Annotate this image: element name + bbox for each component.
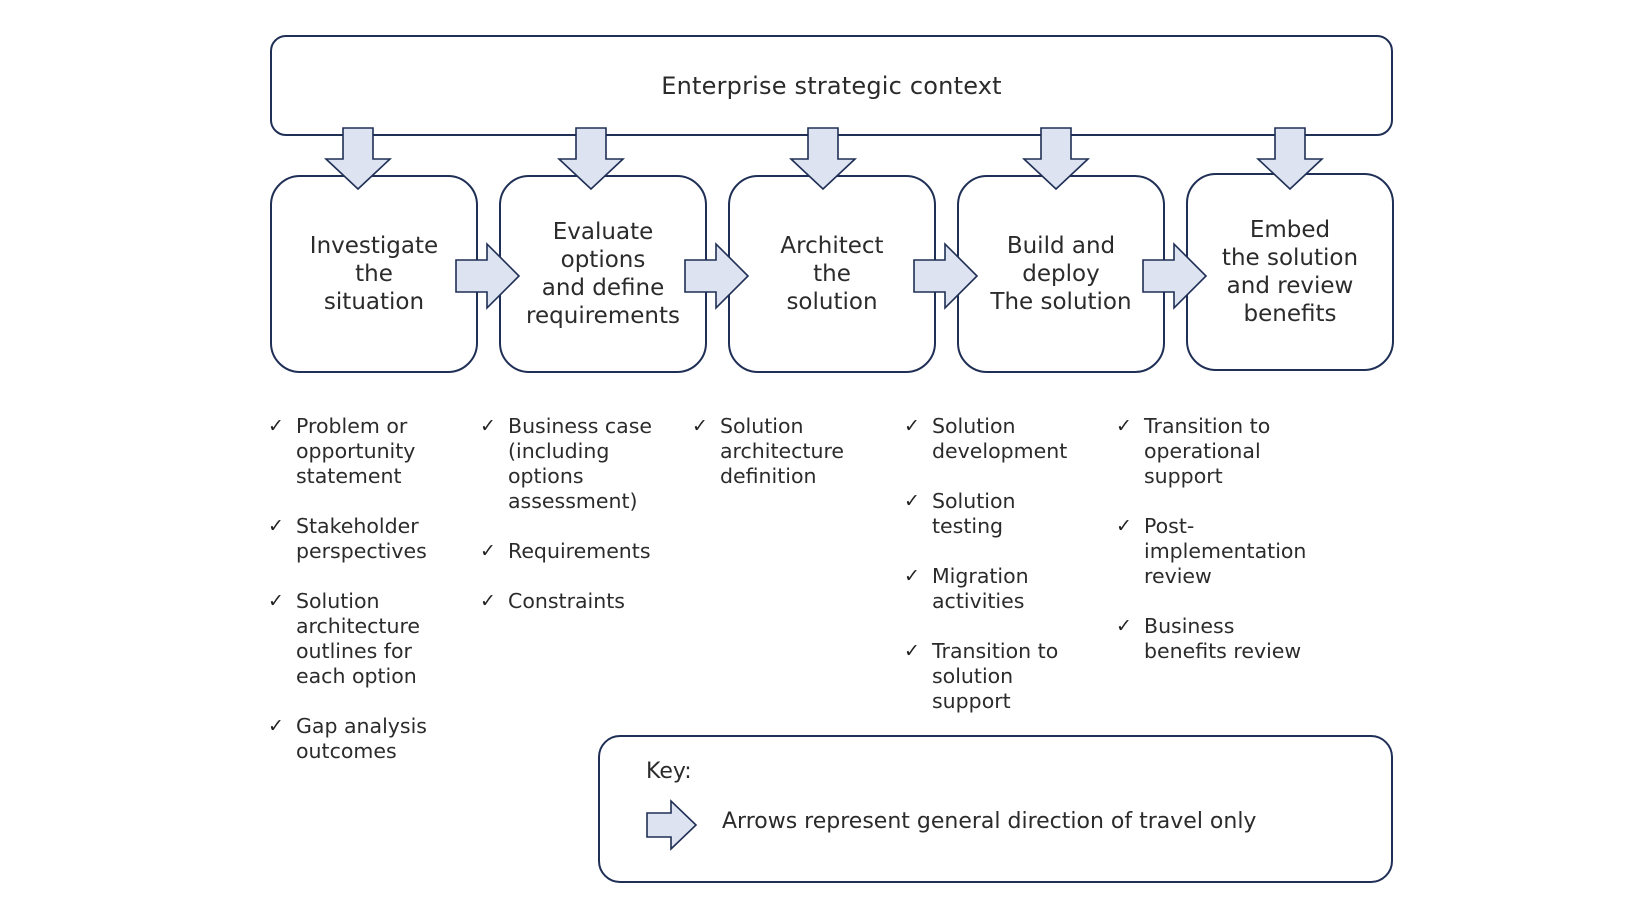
enterprise-context-box: Enterprise strategic context <box>270 35 1393 136</box>
list-item: ✓Solution development <box>904 414 1068 463</box>
key-label: Key: <box>646 759 692 784</box>
list-item: ✓Transition to operational support <box>1116 414 1271 488</box>
list-item: ✓Business benefits review <box>1116 614 1302 663</box>
check-icon: ✓ <box>1116 515 1132 537</box>
list-item: ✓Stakeholder perspectives <box>268 514 427 563</box>
down-arrow-icon <box>1021 127 1091 191</box>
check-icon: ✓ <box>904 565 920 587</box>
check-icon: ✓ <box>268 515 284 537</box>
right-arrow-icon <box>913 242 979 310</box>
check-icon: ✓ <box>268 715 284 737</box>
list-item: ✓Solution testing <box>904 489 1016 538</box>
deliverables-build-deploy: ✓Solution development ✓Solution testing … <box>904 414 1109 739</box>
deliverables-embed: ✓Transition to operational support ✓Post… <box>1116 414 1321 689</box>
stage-label: Investigate the situation <box>309 233 439 315</box>
list-item: ✓Business case (including options assess… <box>480 414 653 513</box>
stage-label: Embed the solution and review benefits <box>1221 217 1359 327</box>
check-icon: ✓ <box>904 640 920 662</box>
stage-label: Build and deploy The solution <box>990 233 1132 315</box>
check-icon: ✓ <box>904 415 920 437</box>
check-icon: ✓ <box>904 490 920 512</box>
enterprise-context-label: Enterprise strategic context <box>661 71 1002 100</box>
right-arrow-icon <box>1142 242 1208 310</box>
check-icon: ✓ <box>480 540 496 562</box>
stage-evaluate: Evaluate options and define requirements <box>499 175 707 373</box>
down-arrow-icon <box>1255 127 1325 191</box>
check-icon: ✓ <box>480 415 496 437</box>
check-icon: ✓ <box>268 415 284 437</box>
list-item: ✓Solution architecture outlines for each… <box>268 589 421 688</box>
right-arrow-icon <box>455 242 521 310</box>
list-item: ✓Transition to solution support <box>904 639 1059 713</box>
down-arrow-icon <box>323 127 393 191</box>
check-icon: ✓ <box>1116 615 1132 637</box>
check-icon: ✓ <box>692 415 708 437</box>
check-icon: ✓ <box>1116 415 1132 437</box>
right-arrow-icon <box>684 242 750 310</box>
key-arrow-icon <box>646 799 698 851</box>
check-icon: ✓ <box>480 590 496 612</box>
key-arrow-description: Arrows represent general direction of tr… <box>722 809 1257 834</box>
deliverables-investigate: ✓Problem or opportunity statement ✓Stake… <box>268 414 473 789</box>
stage-embed: Embed the solution and review benefits <box>1186 173 1394 371</box>
check-icon: ✓ <box>268 590 284 612</box>
list-item: ✓Post- implementation review <box>1116 514 1307 588</box>
stage-label: Architect the solution <box>780 233 884 315</box>
down-arrow-icon <box>556 127 626 191</box>
list-item: ✓Problem or opportunity statement <box>268 414 416 488</box>
deliverables-evaluate: ✓Business case (including options assess… <box>480 414 685 639</box>
list-item: ✓Gap analysis outcomes <box>268 714 427 763</box>
list-item: ✓Solution architecture definition <box>692 414 845 488</box>
stage-architect: Architect the solution <box>728 175 936 373</box>
deliverables-architect: ✓Solution architecture definition <box>692 414 897 514</box>
stage-label: Evaluate options and define requirements <box>526 219 680 329</box>
list-item: ✓Migration activities <box>904 564 1029 613</box>
stage-investigate: Investigate the situation <box>270 175 478 373</box>
key-box: Key: Arrows represent general direction … <box>598 735 1393 883</box>
list-item: ✓Requirements <box>480 539 651 563</box>
list-item: ✓Constraints <box>480 589 625 613</box>
down-arrow-icon <box>788 127 858 191</box>
stage-build-deploy: Build and deploy The solution <box>957 175 1165 373</box>
